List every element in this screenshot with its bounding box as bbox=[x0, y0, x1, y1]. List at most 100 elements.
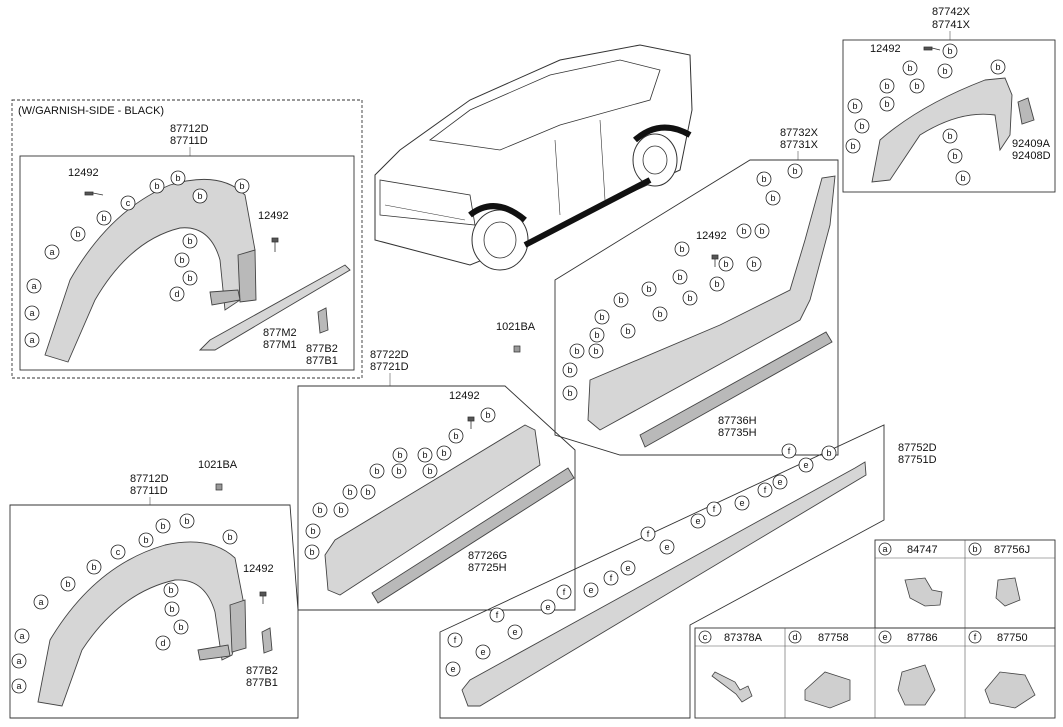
screw-icon bbox=[259, 591, 267, 604]
svg-text:b: b bbox=[759, 226, 764, 236]
part-12492-b: 12492 bbox=[258, 210, 289, 222]
svg-text:b: b bbox=[441, 448, 446, 458]
svg-text:a: a bbox=[38, 597, 43, 607]
fender-inner-bracket bbox=[237, 249, 257, 303]
svg-text:e: e bbox=[803, 460, 808, 470]
part-877B1: 877B1 bbox=[306, 355, 338, 367]
svg-text:d: d bbox=[160, 638, 165, 648]
svg-text:b: b bbox=[792, 166, 797, 176]
clip-icon bbox=[513, 345, 521, 353]
end-cap-877B-2 bbox=[261, 627, 273, 654]
callouts-front-door: b b b b b b b b b b b b b b bbox=[304, 407, 496, 560]
part-87721D: 87721D bbox=[370, 361, 409, 373]
svg-text:b: b bbox=[187, 236, 192, 246]
svg-text:b: b bbox=[485, 410, 490, 420]
svg-text:b: b bbox=[625, 326, 630, 336]
svg-text:b: b bbox=[422, 450, 427, 460]
svg-text:e: e bbox=[882, 632, 887, 642]
svg-text:b: b bbox=[309, 547, 314, 557]
rear-door-molding bbox=[587, 175, 836, 431]
rear-arch-end-cap bbox=[1017, 97, 1035, 125]
svg-text:b: b bbox=[646, 284, 651, 294]
svg-text:c: c bbox=[703, 632, 708, 642]
svg-text:a: a bbox=[31, 281, 36, 291]
svg-text:b: b bbox=[914, 81, 919, 91]
svg-text:e: e bbox=[739, 498, 744, 508]
fender-inner-bracket-2 bbox=[229, 599, 247, 653]
callouts-rear-door: b b b b b b b b b b b b b b b b b b b b … bbox=[562, 163, 803, 401]
part-87752D: 87752D bbox=[898, 442, 937, 454]
fender-clip-mount bbox=[209, 289, 241, 306]
svg-text:d: d bbox=[174, 289, 179, 299]
svg-text:f: f bbox=[974, 632, 977, 642]
svg-text:b: b bbox=[770, 193, 775, 203]
part-87722D: 87722D bbox=[370, 349, 409, 361]
side-sill-frame bbox=[439, 424, 885, 719]
part-87735H: 87735H bbox=[718, 427, 757, 439]
legend-part-f: 87750 bbox=[997, 632, 1028, 644]
part-877B1-2: 877B1 bbox=[246, 677, 278, 689]
svg-text:b: b bbox=[397, 450, 402, 460]
part-877B2-2: 877B2 bbox=[246, 665, 278, 677]
part-87742X: 87742X bbox=[932, 6, 971, 18]
part-92409A: 92409A bbox=[1012, 138, 1051, 150]
callouts-top-fender: b b b b c b b a b b b d a a a bbox=[24, 170, 250, 348]
svg-text:a: a bbox=[16, 681, 21, 691]
screw-icon bbox=[467, 416, 475, 429]
svg-text:b: b bbox=[723, 259, 728, 269]
svg-text:a: a bbox=[19, 631, 24, 641]
svg-text:b: b bbox=[317, 505, 322, 515]
svg-text:b: b bbox=[175, 173, 180, 183]
svg-text:e: e bbox=[777, 477, 782, 487]
svg-text:b: b bbox=[995, 62, 1000, 72]
svg-text:f: f bbox=[610, 573, 613, 583]
part-87711D-bot: 87711D bbox=[130, 485, 168, 497]
svg-text:e: e bbox=[545, 602, 550, 612]
svg-text:b: b bbox=[154, 181, 159, 191]
legend-part-b: 87756J bbox=[994, 544, 1030, 556]
svg-text:b: b bbox=[160, 521, 165, 531]
part-12492-a: 12492 bbox=[68, 167, 99, 179]
svg-text:b: b bbox=[168, 585, 173, 595]
svg-text:d: d bbox=[792, 632, 797, 642]
svg-text:b: b bbox=[594, 330, 599, 340]
svg-text:f: f bbox=[788, 446, 791, 456]
svg-text:e: e bbox=[625, 563, 630, 573]
svg-text:b: b bbox=[826, 448, 831, 458]
garnish-note: (W/GARNISH-SIDE - BLACK) bbox=[18, 105, 164, 117]
svg-text:b: b bbox=[947, 46, 952, 56]
legend-part-a: 84747 bbox=[907, 544, 938, 556]
vehicle-illustration bbox=[374, 44, 693, 271]
part-92408D: 92408D bbox=[1012, 150, 1051, 162]
rear-wheel-arch-molding bbox=[871, 77, 1013, 183]
callouts-bottom-fender: b b b b c b b a b b b d a a a bbox=[11, 513, 238, 694]
svg-text:f: f bbox=[713, 504, 716, 514]
svg-text:b: b bbox=[884, 99, 889, 109]
svg-text:b: b bbox=[942, 66, 947, 76]
garnish-strip-877M bbox=[198, 264, 351, 351]
clip-87786-icon bbox=[897, 664, 936, 706]
svg-text:b: b bbox=[91, 562, 96, 572]
svg-text:b: b bbox=[884, 81, 889, 91]
fender-clip-mount-2 bbox=[197, 644, 231, 661]
svg-text:b: b bbox=[852, 101, 857, 111]
clip-87756J-icon bbox=[995, 577, 1021, 607]
svg-text:b: b bbox=[714, 279, 719, 289]
svg-text:a: a bbox=[882, 544, 887, 554]
svg-text:a: a bbox=[29, 308, 34, 318]
svg-text:b: b bbox=[179, 255, 184, 265]
part-877M2: 877M2 bbox=[263, 327, 297, 339]
svg-text:b: b bbox=[101, 213, 106, 223]
clip-84747-icon bbox=[904, 577, 943, 607]
front-door-molding bbox=[324, 424, 541, 596]
part-87731X: 87731X bbox=[780, 139, 819, 151]
part-87711D-top: 87711D bbox=[170, 135, 208, 147]
svg-text:b: b bbox=[960, 173, 965, 183]
svg-text:b: b bbox=[850, 141, 855, 151]
svg-text:e: e bbox=[480, 647, 485, 657]
screw-icon bbox=[711, 254, 719, 267]
svg-text:b: b bbox=[741, 226, 746, 236]
part-87712D-bot: 87712D bbox=[130, 473, 169, 485]
svg-text:b: b bbox=[687, 293, 692, 303]
svg-text:e: e bbox=[588, 585, 593, 595]
